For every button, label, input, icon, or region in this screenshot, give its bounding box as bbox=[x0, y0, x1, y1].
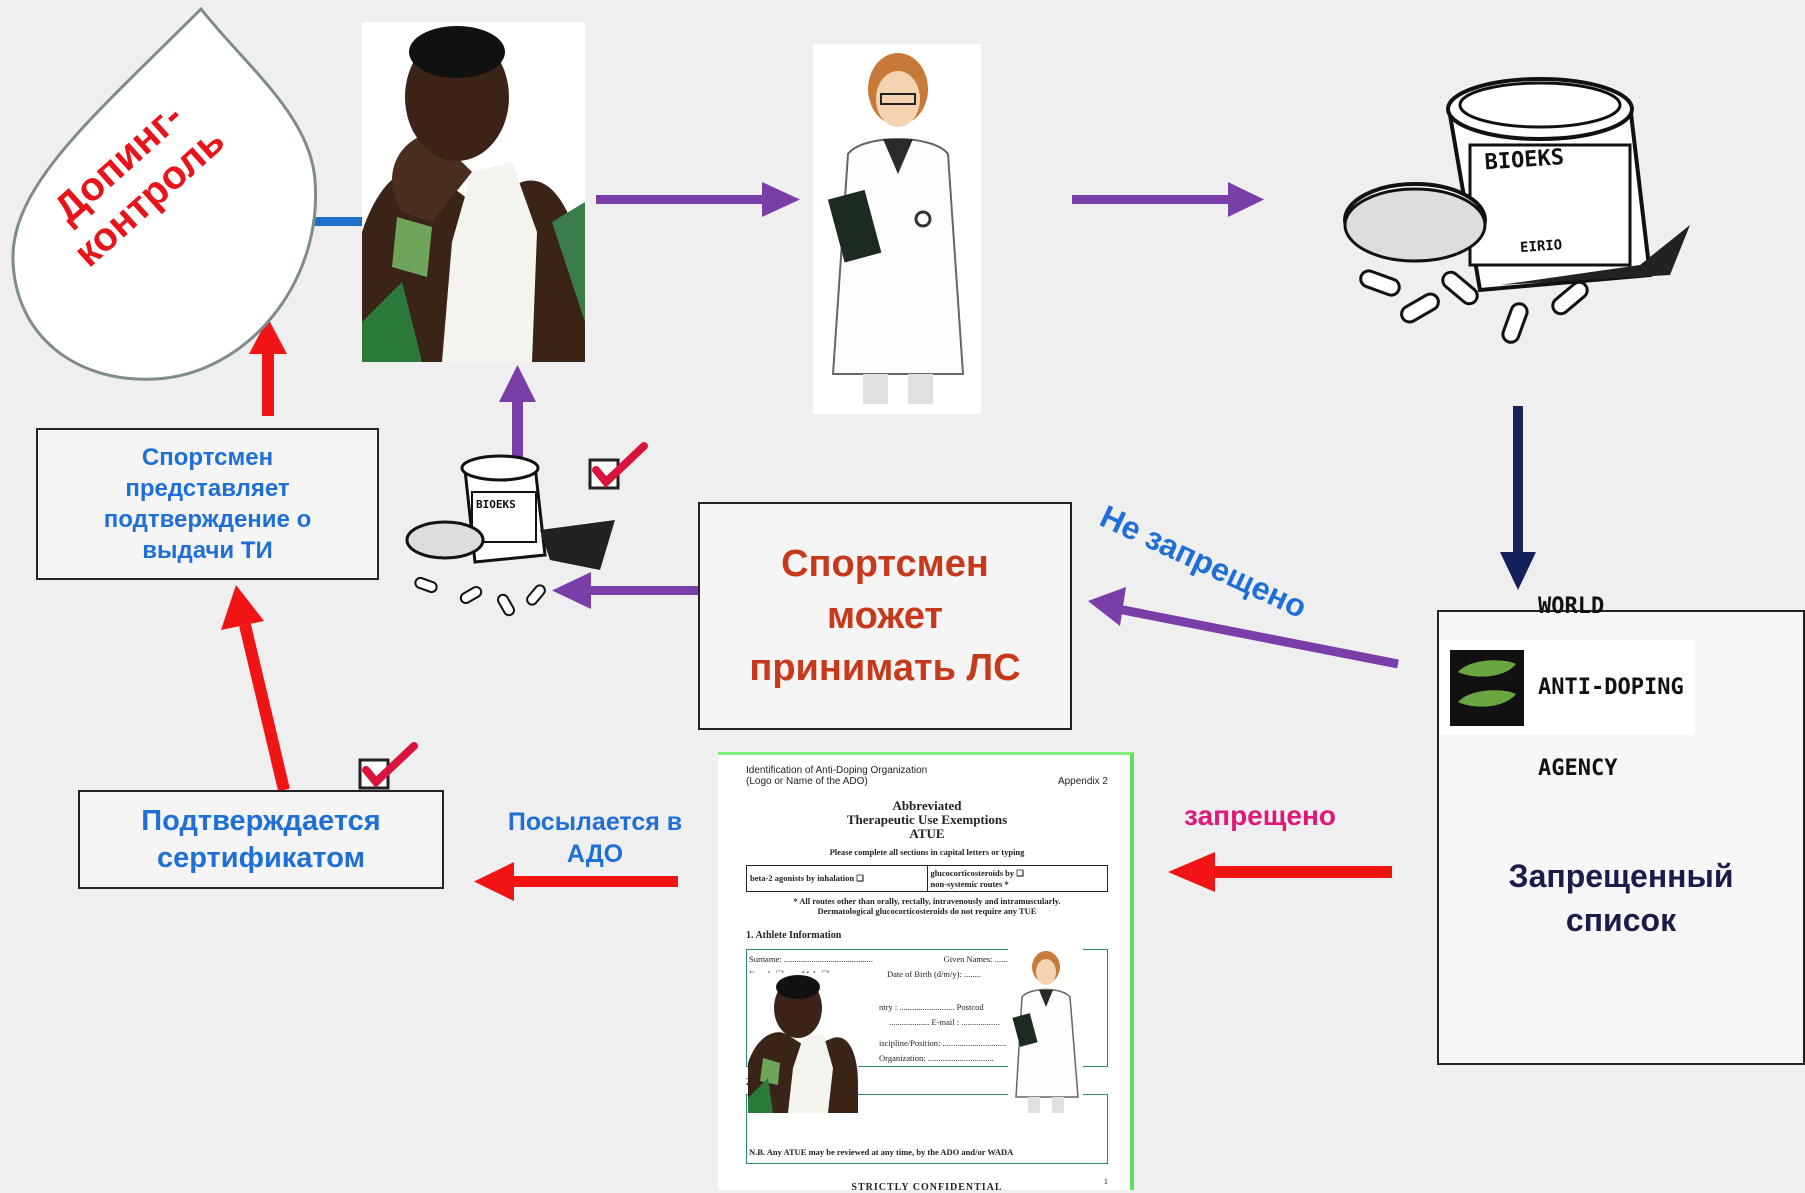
form-note-1: * All routes other than orally, rectally… bbox=[793, 896, 1061, 906]
form-doctor-thumbnail bbox=[1008, 947, 1083, 1117]
form-instruction: Please complete all sections in capital … bbox=[829, 847, 1025, 857]
athlete-presents-text: Спортсмен представляет подтверждение о в… bbox=[103, 444, 312, 564]
athlete-photo bbox=[362, 22, 585, 362]
form-discipline: iscipline/Position: ....................… bbox=[879, 1038, 1007, 1048]
form-header-sub: (Logo or Name of the ADO) bbox=[746, 776, 868, 787]
certificate-text: Подтверждается сертификатом bbox=[141, 804, 381, 874]
form-title-2: Therapeutic Use Exemptions bbox=[846, 812, 1008, 827]
form-title-3: ATUE bbox=[909, 826, 945, 841]
athlete-may-take-box: Спортсмен может принимать ЛС bbox=[698, 502, 1072, 730]
form-note-2: Dermatological glucocorticosteroids do n… bbox=[817, 906, 1037, 916]
arrow-prohibited bbox=[1168, 852, 1392, 892]
form-athlete-thumbnail bbox=[748, 973, 858, 1113]
form-page-num: 1 bbox=[1103, 1176, 1108, 1186]
form-cell-gluco-2: non-systemic routes * bbox=[930, 879, 1009, 889]
prohibited-label: запрещено bbox=[1184, 800, 1336, 831]
arrow-may-take-to-bottle bbox=[552, 572, 751, 609]
certificate-box: Подтверждается сертификатом bbox=[78, 790, 444, 889]
wada-logo-icon bbox=[1450, 649, 1524, 726]
arrow-presents-to-doping bbox=[249, 318, 287, 416]
form-nb: N.B. Any ATUE may be reviewed at any tim… bbox=[749, 1147, 1014, 1157]
form-cell-beta2: beta-2 agonists by inhalation ❑ bbox=[746, 865, 928, 892]
form-footer: STRICTLY CONFIDENTIAL bbox=[851, 1182, 1003, 1193]
bottle-label: BIOEKS bbox=[1484, 145, 1565, 175]
checkbox-icon bbox=[588, 442, 648, 490]
form-cell-gluco-1: glucocorticosteroids by ❑ bbox=[930, 868, 1024, 878]
wada-logo-text: WORLD ANTI-DOPING AGENCY bbox=[1538, 594, 1684, 781]
arrow-certificate-to-presents bbox=[221, 585, 290, 792]
arrow-sent-to-ado bbox=[474, 862, 678, 901]
form-given-names: Given Names: ................... bbox=[943, 954, 1035, 964]
form-header-left: Identification of Anti-Doping Organizati… bbox=[746, 765, 928, 776]
form-title-1: Abbreviated bbox=[892, 798, 962, 813]
arrow-athlete-to-doctor bbox=[596, 182, 800, 217]
doping-control-drop bbox=[11, 6, 318, 381]
arrow-bottle-to-athlete bbox=[499, 365, 536, 464]
arrow-not-prohibited bbox=[1088, 587, 1399, 669]
form-organization: Organization: ..........................… bbox=[879, 1053, 994, 1063]
doctor-illustration bbox=[813, 44, 981, 414]
sent-to-ado-label: Посылается в АДО bbox=[507, 808, 683, 868]
form-surname: Surname: ...............................… bbox=[749, 954, 873, 964]
form-section-1: 1. Athlete Information bbox=[746, 930, 842, 941]
athlete-presents-box: Спортсмен представляет подтверждение о в… bbox=[36, 428, 379, 580]
pill-bottle-small: BIOEKS bbox=[405, 454, 615, 617]
prohibited-list-text: Запрещенный список bbox=[1508, 857, 1734, 938]
atue-form: Identification of Anti-Doping Organizati… bbox=[718, 752, 1134, 1193]
form-email: ................... E-mail : ...........… bbox=[889, 1017, 1000, 1027]
form-country: ntry : .......................... Postco… bbox=[879, 1002, 984, 1012]
wada-logo: WORLD ANTI-DOPING AGENCY bbox=[1440, 594, 1695, 781]
athlete-illustration bbox=[362, 22, 585, 362]
arrow-doctor-to-pills bbox=[1072, 182, 1264, 217]
athlete-may-take-text: Спортсмен может принимать ЛС bbox=[749, 543, 1021, 689]
pill-bottle-large: BIOEKS EIRIO bbox=[1343, 77, 1690, 344]
bottle-label-bottom: EIRIO bbox=[1520, 237, 1563, 256]
form-appendix: Appendix 2 bbox=[1057, 776, 1108, 787]
checkbox-icon-certificate bbox=[358, 742, 418, 790]
form-dob: Date of Birth (d/m/y): ........ bbox=[886, 969, 981, 979]
arrow-pills-to-list bbox=[1500, 406, 1536, 590]
small-bottle-label: BIOEKS bbox=[476, 498, 516, 511]
form-section-2-box: N.B. Any ATUE may be reviewed at any tim… bbox=[746, 1094, 1108, 1164]
